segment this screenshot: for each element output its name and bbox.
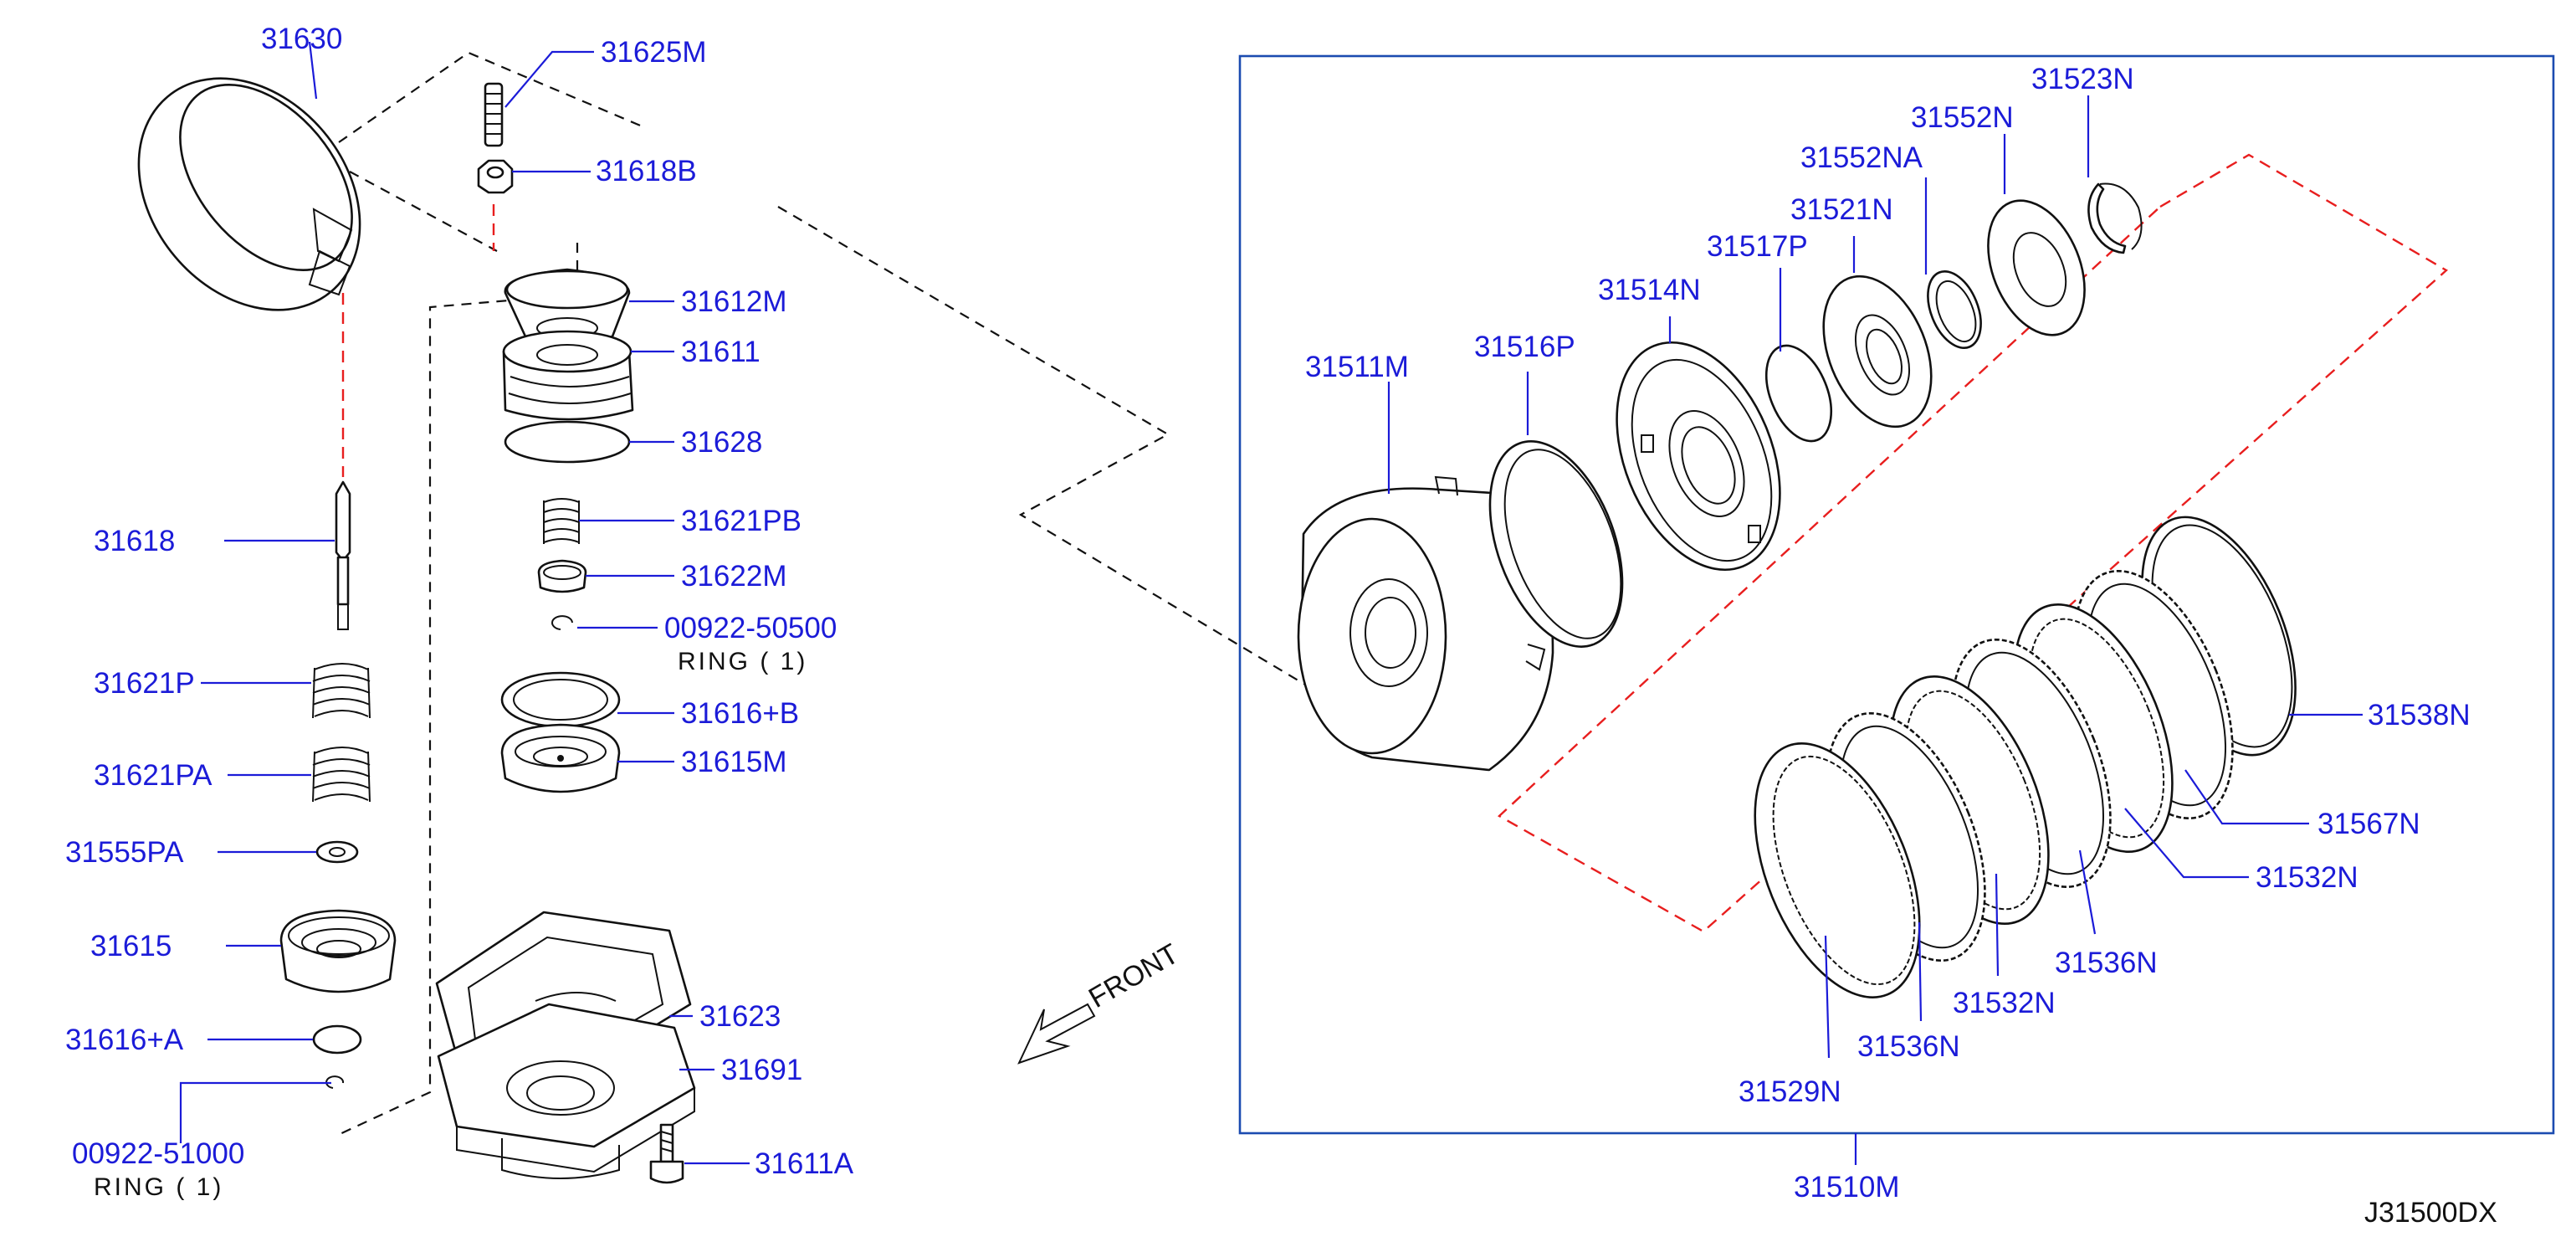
- label-31521n: 31521N: [1790, 193, 1893, 226]
- label-31523n: 31523N: [2031, 63, 2134, 95]
- piston-31514n: [1616, 341, 1781, 572]
- label-31567n: 31567N: [2317, 808, 2420, 840]
- label-31621p: 31621P: [94, 667, 195, 700]
- label-31514n: 31514N: [1598, 274, 1701, 306]
- note-ring-2: RING ( 1): [94, 1173, 223, 1201]
- label-31611a: 31611A: [755, 1147, 854, 1180]
- label-31612m: 31612M: [681, 285, 786, 318]
- seal-31521n: [1822, 275, 1933, 429]
- note-ring-1: RING ( 1): [678, 648, 807, 675]
- label-31618b: 31618B: [596, 155, 697, 187]
- seal-31616a: [312, 1024, 362, 1055]
- snap-ring-00922-51000: [325, 1075, 345, 1089]
- spring-31621p: [312, 663, 371, 719]
- bolt-31611a: [649, 1123, 684, 1184]
- label-31529n: 31529N: [1739, 1075, 1841, 1108]
- label-31628: 31628: [681, 426, 762, 459]
- label-31623: 31623: [699, 1000, 781, 1033]
- retaining-plate-31529n: [1754, 742, 1921, 998]
- brake-band-31630: [137, 77, 361, 311]
- label-31622m: 31622M: [681, 560, 786, 593]
- red-phantom-outline: [1497, 153, 2449, 933]
- label-31618: 31618: [94, 525, 175, 557]
- label-31555pa: 31555PA: [65, 836, 184, 869]
- phantom-line-band: [338, 51, 645, 143]
- label-31517p: 31517P: [1707, 230, 1808, 263]
- label-31615m: 31615M: [681, 746, 786, 778]
- label-31552n: 31552N: [1911, 101, 2014, 134]
- label-31532n-b: 31532N: [1953, 987, 2056, 1019]
- plate-31552n: [1987, 199, 2086, 336]
- stud-31625m: [484, 82, 504, 147]
- piston-31615: [279, 909, 397, 993]
- rod-31618: [335, 480, 351, 630]
- spring-31621pb: [543, 498, 580, 544]
- label-31630: 31630: [261, 23, 342, 55]
- front-arrow-icon: [1017, 1003, 1096, 1065]
- spring-31621pa: [312, 747, 371, 803]
- nut-31618b: [477, 159, 514, 194]
- label-31691: 31691: [721, 1054, 802, 1086]
- label-31536n-a: 31536N: [2055, 947, 2158, 979]
- label-31621pa: 31621PA: [94, 759, 213, 792]
- label-31625m: 31625M: [601, 36, 706, 69]
- servo-cover-31611: [502, 330, 634, 421]
- label-31615: 31615: [90, 930, 172, 962]
- assembly-31510m-box: [1238, 54, 2555, 1135]
- label-31536n-b: 31536N: [1857, 1030, 1960, 1063]
- label-00922-51000: 00922-51000: [72, 1137, 244, 1170]
- phantom-line-servo: [337, 243, 579, 1136]
- label-31621pb: 31621PB: [681, 505, 801, 537]
- seal-ring-31628: [504, 420, 631, 464]
- spring-retainer-31552na: [1927, 269, 1982, 350]
- servo-piston-31612m: [504, 268, 631, 343]
- diagram-code: J31500DX: [2364, 1197, 2497, 1229]
- label-31616a: 31616+A: [65, 1024, 184, 1056]
- seal-31616b: [500, 671, 621, 728]
- label-31616b: 31616+B: [681, 697, 799, 730]
- front-direction-label: FRONT: [1083, 937, 1184, 1014]
- label-31538n: 31538N: [2368, 699, 2471, 731]
- piston-31615m: [500, 723, 621, 793]
- label-31552na: 31552NA: [1800, 141, 1923, 174]
- label-31511m: 31511M: [1305, 351, 1409, 383]
- leader-lines: [179, 41, 2363, 1165]
- label-00922-50500: 00922-50500: [664, 612, 837, 644]
- snap-ring-31523n: [2087, 182, 2143, 254]
- label-31510m: 31510M: [1794, 1171, 1899, 1204]
- label-31611: 31611: [681, 336, 761, 368]
- phantom-line-main: [777, 206, 1306, 685]
- label-31516p: 31516P: [1474, 331, 1575, 363]
- cover-31691: [437, 1003, 696, 1179]
- drum-31511m: [1297, 475, 1554, 772]
- snap-ring-00922-50500: [551, 615, 573, 630]
- label-31532n-a: 31532N: [2256, 861, 2358, 894]
- snap-ring-31516p: [1488, 440, 1624, 648]
- retainer-31622m: [537, 559, 587, 593]
- phantom-line-band-2: [349, 171, 498, 252]
- washer-31555pa: [315, 840, 359, 864]
